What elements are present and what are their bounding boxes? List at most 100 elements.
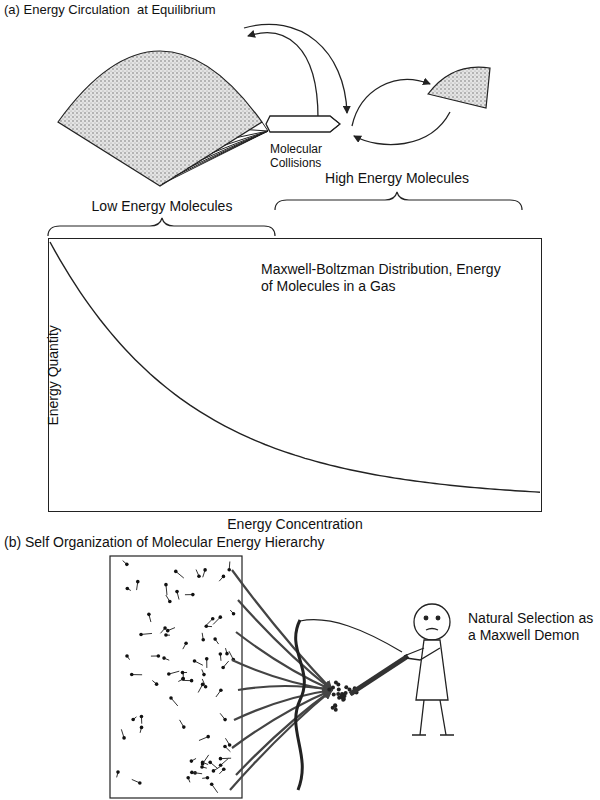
selection-arrow xyxy=(232,660,332,690)
molecule xyxy=(139,633,143,637)
molecule xyxy=(186,776,190,780)
circulation-arrow xyxy=(244,24,347,113)
molecule xyxy=(222,767,226,771)
molecule xyxy=(204,685,208,689)
distribution-curve xyxy=(50,242,540,492)
chart-title: Maxwell-Boltzman Distribution, Energy of… xyxy=(261,261,501,295)
circulation-arrow xyxy=(352,80,430,126)
molecule xyxy=(327,687,331,691)
panel-heading: (b) Self Organization of Molecular Energ… xyxy=(4,534,325,551)
demon-line xyxy=(300,620,402,652)
energy-reservoir-small xyxy=(428,67,490,108)
molecule xyxy=(219,757,223,761)
molecule xyxy=(116,770,120,774)
bracket xyxy=(275,192,522,210)
molecule xyxy=(221,666,225,670)
molecule xyxy=(344,685,348,689)
molecule xyxy=(138,781,142,785)
molecule xyxy=(203,568,207,572)
selection-arrow xyxy=(232,570,332,690)
molecule xyxy=(162,656,166,660)
molecule xyxy=(219,652,223,656)
molecule xyxy=(175,590,179,594)
molecule xyxy=(211,617,215,621)
panel-heading: (a) Energy Circulation at Equilibrium xyxy=(4,2,216,18)
axis-label: Energy Quantity xyxy=(45,325,62,425)
selection-arrow xyxy=(236,632,332,690)
molecule xyxy=(205,657,209,661)
molecule xyxy=(193,659,197,663)
molecule xyxy=(184,641,188,645)
molecule xyxy=(228,743,232,747)
molecule xyxy=(181,677,185,681)
bracket xyxy=(48,218,275,236)
molecule xyxy=(168,600,172,604)
molecule xyxy=(126,587,130,591)
molecule xyxy=(225,652,229,656)
molecule xyxy=(191,593,195,597)
molecule xyxy=(204,624,208,628)
molecule xyxy=(213,637,217,641)
molecule xyxy=(125,563,129,567)
molecule xyxy=(210,782,214,786)
molecule xyxy=(200,765,204,769)
molecule xyxy=(201,638,205,642)
molecules xyxy=(116,561,235,793)
energy-reservoir xyxy=(58,51,262,186)
chart-frame: Maxwell-Boltzman Distribution, Energy of… xyxy=(48,238,542,512)
selection-barrier xyxy=(296,620,305,790)
molecule xyxy=(163,626,167,630)
molecule xyxy=(219,615,223,619)
selection-arrow xyxy=(230,690,332,790)
flow-line xyxy=(250,130,269,131)
molecule xyxy=(122,736,126,740)
molecule xyxy=(212,769,216,773)
molecule xyxy=(336,692,340,696)
molecule xyxy=(223,745,227,749)
hexagon-shape xyxy=(264,112,348,136)
molecule xyxy=(331,685,335,689)
molecule xyxy=(169,696,173,700)
molecule xyxy=(125,654,129,658)
maxwell-demon xyxy=(404,604,454,735)
molecule xyxy=(232,612,236,616)
molecule xyxy=(140,726,144,730)
molecule xyxy=(334,708,338,712)
collision-node: Molecular Collisions xyxy=(264,112,348,171)
molecule xyxy=(190,771,194,775)
selection-arrow xyxy=(232,690,332,748)
bracket-label: High Energy Molecules xyxy=(325,170,469,187)
node-label: Molecular Collisions xyxy=(270,142,340,171)
molecule xyxy=(174,570,178,574)
molecule xyxy=(155,682,159,686)
molecule xyxy=(164,633,168,637)
molecule xyxy=(166,629,170,633)
molecule xyxy=(131,718,135,722)
molecule xyxy=(140,715,144,719)
concentrated-molecules xyxy=(327,681,358,712)
molecule xyxy=(206,735,210,739)
molecule xyxy=(197,574,201,578)
molecule xyxy=(157,654,161,658)
molecule xyxy=(167,672,171,676)
axis-label: Energy Concentration xyxy=(227,516,362,533)
molecule xyxy=(227,568,231,572)
selection-arrows xyxy=(230,570,332,790)
molecule xyxy=(333,703,337,707)
gas-container xyxy=(110,556,242,798)
molecule xyxy=(147,613,151,617)
flow-line xyxy=(162,131,268,184)
molecule xyxy=(130,673,134,677)
molecule xyxy=(334,681,338,685)
molecule xyxy=(201,762,205,766)
molecule xyxy=(222,575,226,579)
molecule xyxy=(337,688,341,692)
molecule xyxy=(136,580,140,584)
molecule xyxy=(208,761,212,765)
molecule xyxy=(181,671,185,675)
molecule xyxy=(202,673,206,677)
bracket-label: Low Energy Molecules xyxy=(92,198,233,215)
molecule xyxy=(340,692,344,696)
molecule xyxy=(190,679,194,683)
molecule xyxy=(164,583,168,587)
